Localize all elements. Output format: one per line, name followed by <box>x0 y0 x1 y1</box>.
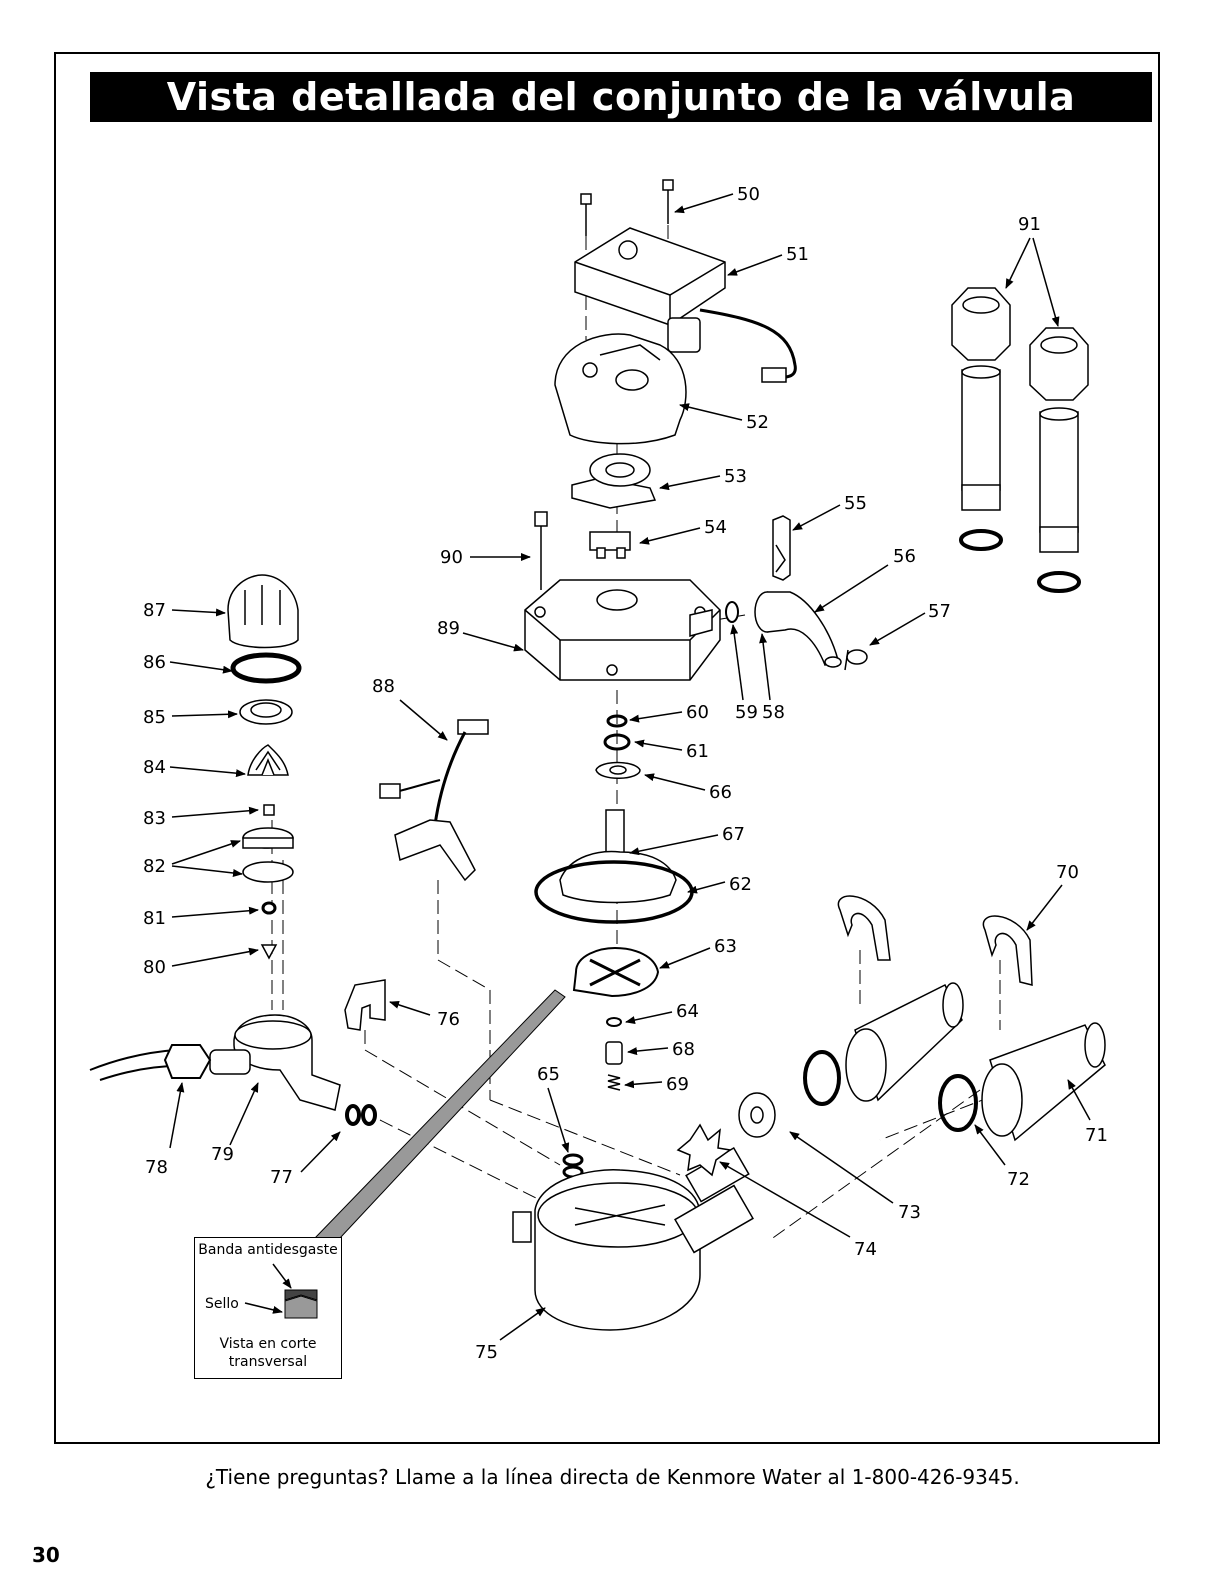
switch-54 <box>589 531 631 559</box>
cam-cover-52 <box>554 333 687 445</box>
callout-arrows <box>169 193 1091 1341</box>
label-53: 53 <box>724 466 747 487</box>
cap-87 <box>227 574 299 649</box>
valve-housing-89 <box>524 579 721 681</box>
label-72: 72 <box>1007 1169 1030 1190</box>
inset-caption-line2: transversal <box>228 1354 308 1370</box>
label-85: 85 <box>143 707 166 728</box>
label-58: 58 <box>762 702 785 723</box>
rotor-disc-67 <box>559 809 677 904</box>
label-71: 71 <box>1085 1125 1108 1146</box>
clip-55 <box>772 515 791 581</box>
cam-gear-53 <box>571 453 657 509</box>
wire-harness-88 <box>379 719 489 882</box>
drain-elbow-56 <box>754 591 842 668</box>
inset-caption-line1: Vista en corte <box>219 1336 317 1352</box>
label-50: 50 <box>737 184 760 205</box>
label-57: 57 <box>928 601 951 622</box>
label-89: 89 <box>437 618 460 639</box>
cap-85 <box>239 699 293 725</box>
o-ring-64 <box>606 1017 622 1027</box>
label-63: 63 <box>714 936 737 957</box>
page-number: 30 <box>32 1543 60 1567</box>
diagram-frame <box>54 52 1160 1444</box>
screen-84 <box>247 744 289 776</box>
cross-section-inset: Banda antidesgaste Sello Vista en corte … <box>194 1237 342 1379</box>
label-81: 81 <box>143 908 166 929</box>
valve-body-75 <box>512 1146 754 1331</box>
label-86: 86 <box>143 652 166 673</box>
hose-clamp-57 <box>844 649 868 671</box>
label-62: 62 <box>729 874 752 895</box>
label-64: 64 <box>676 1001 699 1022</box>
turbine-support-73 <box>738 1092 776 1138</box>
screw-50 <box>580 179 674 236</box>
o-ring-72 <box>803 1050 978 1132</box>
adapter-71 <box>845 982 1106 1142</box>
label-56: 56 <box>893 546 916 567</box>
label-88: 88 <box>372 676 395 697</box>
label-51: 51 <box>786 244 809 265</box>
label-60: 60 <box>686 702 709 723</box>
label-87: 87 <box>143 600 166 621</box>
wave-washer-66 <box>595 761 641 779</box>
label-59: 59 <box>735 702 758 723</box>
label-52: 52 <box>746 412 769 433</box>
clip-76 <box>344 979 386 1031</box>
help-line-text: ¿Tiene preguntas? Llame a la línea direc… <box>205 1465 1020 1489</box>
label-68: 68 <box>672 1039 695 1060</box>
motor-cover-51 <box>574 227 797 383</box>
seal-disc-63 <box>572 946 660 998</box>
label-70: 70 <box>1056 862 1079 883</box>
label-84: 84 <box>143 757 166 778</box>
nozzle-82 <box>242 827 294 883</box>
clip-70 <box>837 895 1033 986</box>
label-83: 83 <box>143 808 166 829</box>
label-74: 74 <box>854 1239 877 1260</box>
flow-plug-81 <box>261 901 277 915</box>
injector-housing-79 <box>209 1014 341 1111</box>
label-66: 66 <box>709 782 732 803</box>
label-61: 61 <box>686 741 709 762</box>
o-ring-77 <box>345 1104 377 1126</box>
spring-69 <box>607 1074 621 1091</box>
o-ring-86 <box>230 652 302 684</box>
inset-band-label: Banda antidesgaste <box>198 1242 338 1258</box>
hose-78 <box>89 1044 212 1081</box>
plug-83 <box>263 804 275 816</box>
label-65: 65 <box>537 1064 560 1085</box>
spacer-68 <box>605 1041 623 1065</box>
inset-graphic <box>244 1263 318 1319</box>
label-77: 77 <box>270 1167 293 1188</box>
label-55: 55 <box>844 493 867 514</box>
washer-59 <box>725 601 739 623</box>
o-ring-61 <box>603 733 631 751</box>
label-80: 80 <box>143 957 166 978</box>
label-82: 82 <box>143 856 166 877</box>
label-91: 91 <box>1018 214 1041 235</box>
label-78: 78 <box>145 1157 168 1178</box>
fittings-91 <box>951 287 1089 593</box>
label-73: 73 <box>898 1202 921 1223</box>
inset-seal-label: Sello <box>205 1296 239 1312</box>
label-79: 79 <box>211 1144 234 1165</box>
label-76: 76 <box>437 1009 460 1030</box>
label-90: 90 <box>440 547 463 568</box>
label-54: 54 <box>704 517 727 538</box>
label-69: 69 <box>666 1074 689 1095</box>
label-67: 67 <box>722 824 745 845</box>
label-75: 75 <box>475 1342 498 1363</box>
turbine-74 <box>676 1123 732 1177</box>
screen-80 <box>260 944 278 960</box>
screw-90 <box>534 511 548 590</box>
part-number-labels: 50 51 52 53 54 55 56 57 58 59 60 61 62 6… <box>143 184 1108 1363</box>
page-title: Vista detallada del conjunto de la válvu… <box>90 72 1152 122</box>
o-ring-60 <box>606 714 628 728</box>
